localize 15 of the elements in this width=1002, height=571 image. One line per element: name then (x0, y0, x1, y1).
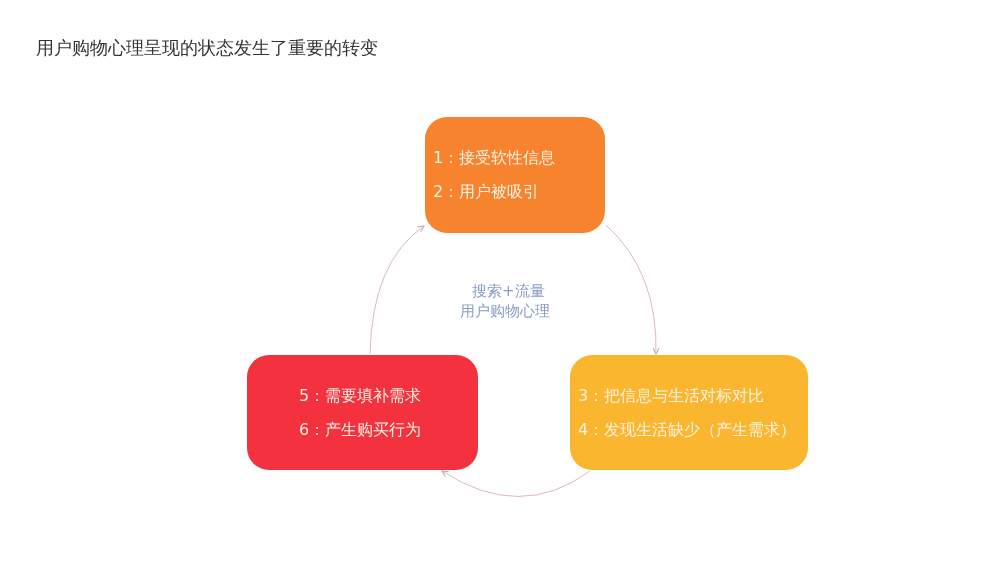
step-text: 1：接受软性信息 (433, 148, 557, 168)
curved-arrow (605, 224, 660, 355)
step-text: 2：用户被吸引 (433, 182, 541, 202)
step-box (425, 117, 605, 233)
center-text: 用户购物心理 (460, 302, 550, 321)
title: 用户购物心理呈现的状态发生了重要的转变 (36, 36, 378, 60)
curved-arrow (441, 470, 591, 497)
step-text: 4：发现生活缺少（产生需求） (578, 419, 798, 440)
step-box (247, 355, 478, 470)
step-text: 3：把信息与生活对标对比 (578, 385, 766, 406)
center-text: 搜索+流量 (472, 282, 545, 301)
step-text: 5：需要填补需求 (299, 385, 423, 406)
step-text: 6：产生购买行为 (299, 419, 423, 440)
step-box (570, 355, 808, 470)
curved-arrow (369, 225, 425, 355)
